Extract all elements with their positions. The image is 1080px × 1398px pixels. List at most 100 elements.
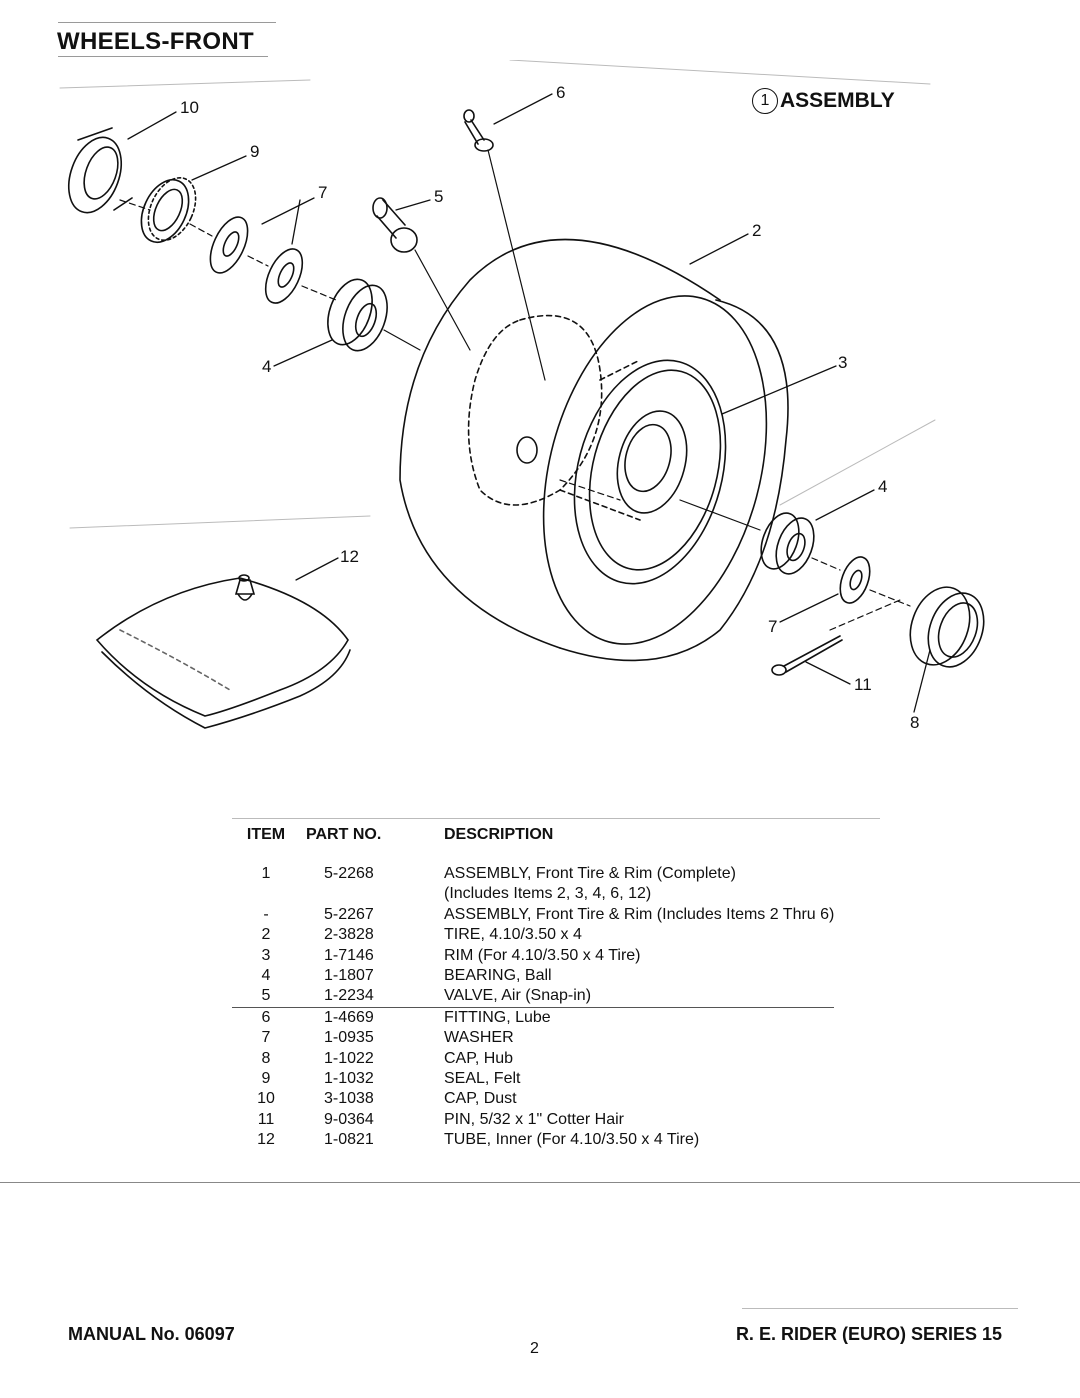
cell-description: PIN, 5/32 x 1" Cotter Hair xyxy=(444,1110,624,1128)
bearing-parts xyxy=(327,278,815,575)
section-divider xyxy=(0,1182,1080,1183)
callout-7-upper: 7 xyxy=(318,183,327,202)
cell-part-no: 1-7146 xyxy=(324,946,374,964)
table-row: 5 1-2234 VALVE, Air (Snap-in) xyxy=(232,986,835,1008)
callout-4-right: 4 xyxy=(878,477,887,496)
table-row: 7 1-0935 WASHER xyxy=(232,1028,834,1048)
callout-numbers: 10 9 7 5 6 2 3 4 4 7 8 11 12 xyxy=(180,83,919,732)
table-top-rule xyxy=(232,818,880,819)
cell-description: TUBE, Inner (For 4.10/3.50 x 4 Tire) xyxy=(444,1131,700,1149)
dust-cap-part xyxy=(67,127,133,214)
assembly-label: 1 ASSEMBLY xyxy=(752,88,895,114)
cell-item: 5 xyxy=(232,986,300,1008)
callout-7-lower: 7 xyxy=(768,617,777,636)
cell-part-no: 1-0821 xyxy=(324,1131,374,1149)
exploded-wheel-diagram: 10 9 7 5 6 2 3 4 4 7 8 11 12 xyxy=(59,60,985,732)
cell-item: 11 xyxy=(257,1110,275,1128)
cell-part-no xyxy=(300,884,444,904)
cell-item: 1 xyxy=(261,865,271,882)
callout-6: 6 xyxy=(556,83,565,102)
felt-seal-part xyxy=(140,177,197,243)
cell-item: 12 xyxy=(257,1131,275,1149)
table-row: 11 9-0364 PIN, 5/32 x 1" Cotter Hair xyxy=(232,1110,834,1130)
table-row: 4 1-1807 BEARING, Ball xyxy=(232,966,834,986)
cell-description: RIM (For 4.10/3.50 x 4 Tire) xyxy=(444,946,641,964)
faint-guide-lines xyxy=(59,60,936,529)
centerline-leaders xyxy=(119,149,911,631)
cell-part-no: 1-1032 xyxy=(324,1070,374,1088)
assembly-label-text: ASSEMBLY xyxy=(780,89,895,112)
table-row: 12 1-0821 TUBE, Inner (For 4.10/3.50 x 4… xyxy=(232,1130,834,1150)
cell-description: CAP, Dust xyxy=(444,1090,517,1108)
assembly-number-circle: 1 xyxy=(752,88,778,114)
air-valve-part xyxy=(372,197,418,253)
table-row: 9 1-1032 SEAL, Felt xyxy=(232,1069,834,1089)
table-row: 1 5-2268 ASSEMBLY, Front Tire & Rim (Com… xyxy=(232,864,834,884)
cell-description: ASSEMBLY, Front Tire & Rim (Complete) xyxy=(444,865,736,882)
cell-item: 4 xyxy=(261,967,271,985)
title-top-rule xyxy=(58,22,276,23)
cell-description: VALVE, Air (Snap-in) xyxy=(444,986,835,1008)
cell-description: ASSEMBLY, Front Tire & Rim (Includes Ite… xyxy=(444,905,835,923)
hub-cap-part xyxy=(909,586,985,668)
cell-part-no: 9-0364 xyxy=(324,1110,374,1128)
cell-item xyxy=(232,884,300,904)
table-row: - 5-2267 ASSEMBLY, Front Tire & Rim (Inc… xyxy=(232,905,834,925)
footer-series-name: R. E. RIDER (EURO) SERIES 15 xyxy=(735,1324,1002,1344)
table-header-row: ITEM PART NO. DESCRIPTION xyxy=(232,826,834,864)
lube-fitting-part xyxy=(463,109,494,152)
washer-parts xyxy=(209,216,871,604)
table-row: (Includes Items 2, 3, 4, 6, 12) xyxy=(232,884,834,904)
cell-item: 10 xyxy=(257,1090,275,1108)
callout-11: 11 xyxy=(854,675,872,694)
tire-and-rim-part xyxy=(399,238,789,662)
footer-manual-number: MANUAL No. 06097 xyxy=(68,1324,235,1344)
cell-description: BEARING, Ball xyxy=(444,967,552,985)
callout-10: 10 xyxy=(180,98,199,117)
callout-5: 5 xyxy=(434,187,443,206)
cell-item: 6 xyxy=(261,1008,271,1026)
cell-item: 8 xyxy=(261,1049,271,1067)
cell-part-no: 3-1038 xyxy=(324,1090,374,1108)
parts-list-table: ITEM PART NO. DESCRIPTION 1 5-2268 ASSEM… xyxy=(232,826,835,1151)
callout-3: 3 xyxy=(838,353,847,372)
table-row: 8 1-1022 CAP, Hub xyxy=(232,1049,834,1069)
cell-item: 2 xyxy=(261,926,271,944)
table-row: 10 3-1038 CAP, Dust xyxy=(232,1089,834,1109)
cell-part-no: 1-2234 xyxy=(300,986,444,1008)
cell-description: (Includes Items 2, 3, 4, 6, 12) xyxy=(444,885,652,903)
cell-part-no: 2-3828 xyxy=(324,926,374,944)
cell-description: WASHER xyxy=(444,1029,514,1047)
cell-description: TIRE, 4.10/3.50 x 4 xyxy=(444,926,582,944)
callout-8: 8 xyxy=(910,713,919,732)
header-description: DESCRIPTION xyxy=(444,826,554,843)
cell-item: - xyxy=(263,905,269,923)
page-number: 2 xyxy=(530,1340,539,1357)
callout-2: 2 xyxy=(752,221,761,240)
cell-description: CAP, Hub xyxy=(444,1049,514,1067)
table-row: 2 2-3828 TIRE, 4.10/3.50 x 4 xyxy=(232,925,834,945)
cell-part-no: 1-4669 xyxy=(324,1008,374,1026)
header-item: ITEM xyxy=(246,826,286,843)
table-row: 3 1-7146 RIM (For 4.10/3.50 x 4 Tire) xyxy=(232,946,834,966)
cell-part-no: 5-2268 xyxy=(324,865,374,882)
inner-tube-part xyxy=(95,574,351,729)
footer-rule xyxy=(742,1308,1018,1309)
page-title: WHEELS-FRONT xyxy=(57,28,254,55)
title-bottom-rule xyxy=(58,56,268,57)
cell-part-no: 1-0935 xyxy=(324,1029,374,1047)
cell-description: FITTING, Lube xyxy=(444,1008,551,1026)
cell-part-no: 1-1807 xyxy=(324,967,374,985)
cell-part-no: 1-1022 xyxy=(324,1049,374,1067)
cell-item: 3 xyxy=(261,946,271,964)
cell-description: SEAL, Felt xyxy=(444,1070,521,1088)
cell-part-no: 5-2267 xyxy=(324,905,374,923)
callout-9: 9 xyxy=(250,142,259,161)
header-part-no: PART NO. xyxy=(306,826,382,843)
callout-4-left: 4 xyxy=(262,357,271,376)
cell-item: 9 xyxy=(261,1070,271,1088)
cotter-pin-part xyxy=(771,635,843,676)
cell-item: 7 xyxy=(261,1029,271,1047)
callout-arrows xyxy=(127,93,931,713)
table-row: 6 1-4669 FITTING, Lube xyxy=(232,1007,834,1028)
